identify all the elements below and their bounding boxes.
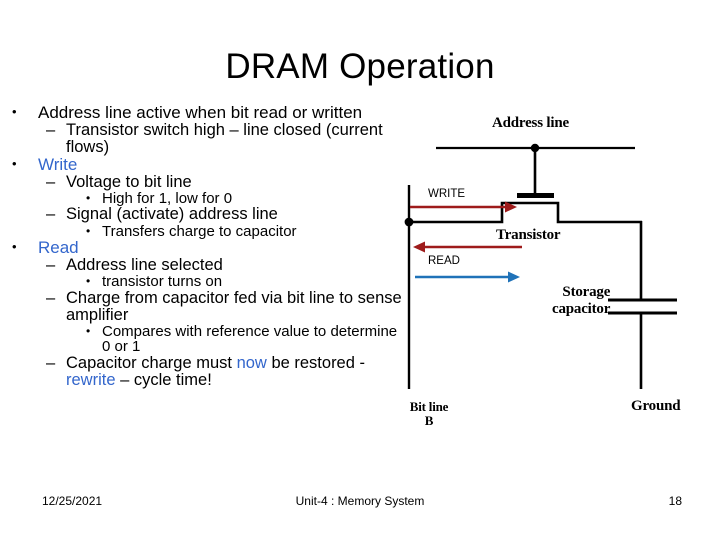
- page-title: DRAM Operation: [225, 47, 495, 86]
- transistor-channel-wire: [409, 201, 642, 224]
- bit-line-label-line2: B: [424, 413, 434, 429]
- bullet-text: Address line active when bit read or wri…: [38, 103, 363, 122]
- bullet-marker: –: [46, 255, 56, 274]
- bullet-item: • Address line active when bit read or wr…: [12, 104, 404, 122]
- storage-capacitor-label-line1: Storage: [562, 284, 611, 300]
- bullet-marker: •: [86, 323, 91, 338]
- read-arrow-label: READ: [428, 255, 460, 267]
- bullet-list: • Address line active when bit read or wr…: [12, 104, 404, 389]
- bullet-text: Charge from capacitor fed via bit line t…: [66, 288, 402, 324]
- footer-date: 12/25/2021: [42, 494, 103, 508]
- footer-title: Unit-4 : Memory System: [295, 494, 425, 508]
- bullet-item: • Transfers charge to capacitor: [12, 222, 404, 240]
- write-arrow-label: WRITE: [428, 188, 466, 200]
- bullet-text-segment: – cycle time!: [115, 371, 212, 390]
- storage-capacitor-label: Storage capacitor: [552, 284, 610, 318]
- transistor-label: Transistor: [496, 227, 561, 243]
- bullet-text-segment: be restored -: [266, 354, 365, 373]
- address-line-label: Address line: [492, 115, 569, 131]
- bullet-marker: •: [12, 155, 17, 171]
- bit-line-label: Bit line B: [401, 399, 457, 429]
- dram-cell-diagram: Address line Transistor Storage capacito…: [395, 108, 717, 428]
- bullet-marker: •: [12, 104, 17, 119]
- bullet-item: • Compares with reference value to determ…: [12, 324, 404, 355]
- bullet-highlight: now: [236, 354, 267, 373]
- bit-line-junction-dot: [404, 217, 414, 227]
- bullet-text: transistor turns on: [102, 272, 223, 290]
- bullet-marker: –: [46, 354, 56, 373]
- footer-page-number: 18: [668, 494, 682, 508]
- bullet-item: –Transistor switch high – line closed (c…: [12, 120, 404, 156]
- bullet-text: Read: [38, 238, 79, 258]
- bullet-item: • High for 1, low for 0: [12, 191, 404, 207]
- dram-cell-schematic: [404, 143, 677, 389]
- bullet-text: Signal (activate) address line: [66, 205, 278, 224]
- bullet-marker: –: [46, 205, 56, 224]
- slide-footer: 12/25/2021 Unit-4 : Memory System 18: [0, 494, 720, 514]
- bullet-text: Write: [38, 154, 78, 174]
- ground-label: Ground: [631, 398, 681, 414]
- bullet-item: –Signal (activate) address line: [12, 206, 404, 223]
- read-return-arrow: [413, 241, 522, 253]
- bullet-marker: •: [12, 239, 17, 255]
- bullet-marker: •: [86, 273, 91, 288]
- bullet-text: Voltage to bit line: [66, 172, 192, 191]
- bullet-item: –Address line selected: [12, 255, 404, 274]
- bullet-item: –Voltage to bit line: [12, 172, 404, 191]
- bullet-item: –Capacitor charge must now be restored -…: [12, 354, 404, 390]
- bullet-highlight: rewrite: [66, 371, 116, 390]
- bullet-item: • transistor turns on: [12, 274, 404, 290]
- write-arrow: [410, 201, 517, 213]
- bullet-text: Transfers charge to capacitor: [102, 222, 297, 240]
- bullet-marker: •: [86, 190, 91, 205]
- bullet-marker: –: [46, 288, 56, 307]
- bullet-marker: –: [46, 120, 56, 139]
- bullet-item: • Read: [12, 239, 404, 257]
- bullet-marker: •: [86, 223, 91, 238]
- bullet-item: –Charge from capacitor fed via bit line …: [12, 288, 404, 324]
- bit-line-label-line1: Bit line: [409, 399, 449, 414]
- bullet-marker: –: [46, 172, 56, 191]
- read-arrow: [415, 271, 520, 283]
- bullet-text-segment: Capacitor charge must: [66, 354, 237, 373]
- bullet-text: Capacitor charge must now be restored - …: [66, 354, 404, 390]
- bullet-text: High for 1, low for 0: [102, 189, 233, 207]
- bullet-item: • Write: [12, 156, 404, 174]
- gate-plate: [517, 193, 554, 198]
- bullet-text: Address line selected: [66, 255, 223, 274]
- storage-capacitor-label-line2: capacitor: [552, 300, 611, 317]
- bullet-text: Compares with reference value to determi…: [102, 322, 398, 356]
- bullet-text: Transistor switch high – line closed (cu…: [66, 120, 383, 156]
